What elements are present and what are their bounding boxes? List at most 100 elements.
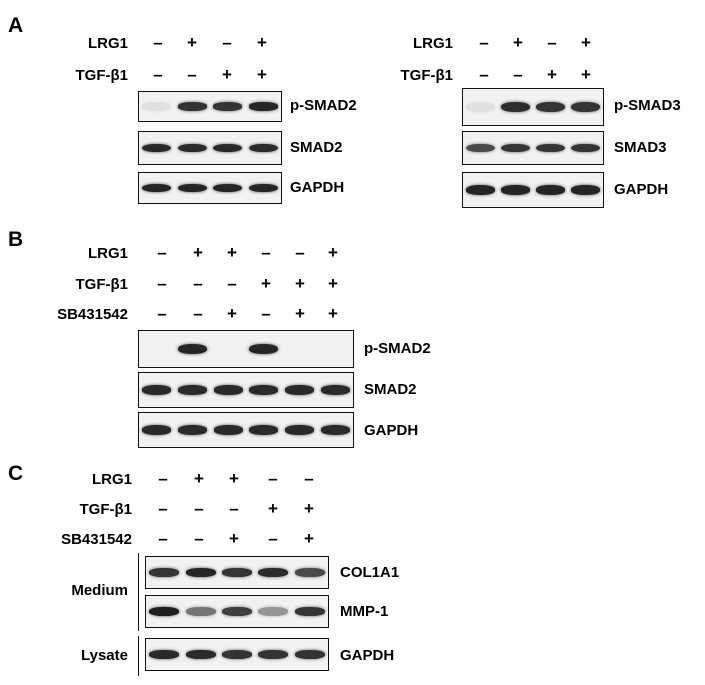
band — [248, 183, 278, 193]
blot-label: GAPDH — [614, 181, 669, 198]
blot-label: GAPDH — [364, 422, 419, 439]
blot-a-right-0 — [462, 88, 604, 126]
panel-letter-b: B — [8, 228, 24, 251]
sign: + — [222, 65, 232, 84]
sign: + — [581, 65, 591, 84]
condition-label-lrg1: LRG1 — [87, 245, 128, 262]
blot-label: p-SMAD2 — [290, 97, 357, 114]
band — [222, 607, 252, 616]
band — [466, 101, 495, 113]
condition-label-tgfb1: TGF-β1 — [75, 67, 129, 84]
band — [571, 101, 600, 113]
blot-label: COL1A1 — [340, 564, 400, 581]
blot-a-left-2 — [138, 172, 282, 204]
band — [213, 102, 243, 111]
sign: + — [227, 243, 237, 262]
band — [571, 143, 600, 153]
bracket-lysate — [138, 636, 139, 676]
band — [177, 102, 207, 111]
sign: – — [157, 243, 167, 262]
band — [536, 185, 565, 195]
sign: + — [304, 529, 314, 548]
band — [185, 607, 216, 616]
sign: – — [194, 529, 204, 548]
sign: – — [157, 304, 167, 323]
sign: – — [479, 33, 489, 52]
sign: – — [479, 65, 489, 84]
sign: + — [194, 469, 204, 488]
band — [213, 183, 243, 193]
panel-letter-a: A — [8, 14, 24, 37]
band — [149, 607, 180, 616]
band — [222, 650, 252, 659]
condition-label-lrg1: LRG1 — [87, 35, 128, 52]
band — [284, 385, 315, 395]
blot-label: SMAD2 — [364, 381, 417, 398]
band — [177, 385, 208, 395]
sign: – — [261, 304, 271, 323]
sign: – — [157, 274, 167, 293]
sign: + — [257, 65, 267, 84]
band — [249, 385, 279, 395]
blot-b-2 — [138, 412, 354, 448]
band — [501, 101, 530, 113]
condition-label-tgfb1: TGF-β1 — [79, 501, 133, 518]
sign: + — [513, 33, 523, 52]
sign: – — [229, 499, 239, 518]
condition-label-tgfb1: TGF-β1 — [75, 276, 129, 293]
sign: + — [581, 33, 591, 52]
group-label-medium: Medium — [71, 582, 128, 599]
sign: + — [328, 304, 338, 323]
band — [571, 185, 600, 195]
band — [248, 102, 278, 111]
blot-a-left-0 — [138, 91, 282, 122]
blot-label: GAPDH — [290, 179, 345, 196]
sign: + — [304, 499, 314, 518]
band — [185, 568, 216, 577]
band — [258, 568, 289, 577]
band — [258, 650, 289, 659]
band — [213, 385, 243, 395]
sign: – — [193, 304, 203, 323]
blot-c-1 — [145, 595, 329, 628]
panel-letter-c: C — [8, 462, 24, 485]
blot-label: p-SMAD3 — [614, 97, 681, 114]
band — [142, 102, 172, 111]
blot-label: SMAD2 — [290, 139, 343, 156]
sign: + — [193, 243, 203, 262]
band — [501, 185, 530, 195]
sign: – — [187, 65, 197, 84]
condition-label-tgfb1: TGF-β1 — [400, 67, 454, 84]
band — [149, 650, 180, 659]
condition-label-sb431542: SB431542 — [61, 531, 132, 548]
sign: – — [158, 499, 168, 518]
band — [177, 343, 208, 355]
band — [142, 143, 172, 153]
sign: + — [229, 529, 239, 548]
band — [213, 425, 243, 435]
sign: – — [268, 469, 278, 488]
band — [149, 568, 180, 577]
band — [142, 425, 172, 435]
band — [536, 143, 565, 153]
band — [249, 343, 279, 355]
sign: – — [153, 33, 163, 52]
blot-a-right-1 — [462, 131, 604, 165]
band — [466, 143, 495, 153]
sign: – — [153, 65, 163, 84]
band — [294, 568, 325, 577]
blot-label: p-SMAD2 — [364, 340, 431, 357]
sign: + — [268, 499, 278, 518]
blot-label: MMP-1 — [340, 603, 389, 620]
sign: + — [328, 243, 338, 262]
bracket-medium — [138, 553, 139, 631]
condition-label-lrg1: LRG1 — [91, 471, 132, 488]
band — [249, 425, 279, 435]
blot-c-2 — [145, 638, 329, 671]
sign: + — [229, 469, 239, 488]
blot-a-right-2 — [462, 172, 604, 208]
blot-c-0 — [145, 556, 329, 589]
sign: + — [187, 33, 197, 52]
sign: + — [227, 304, 237, 323]
band — [248, 143, 278, 153]
